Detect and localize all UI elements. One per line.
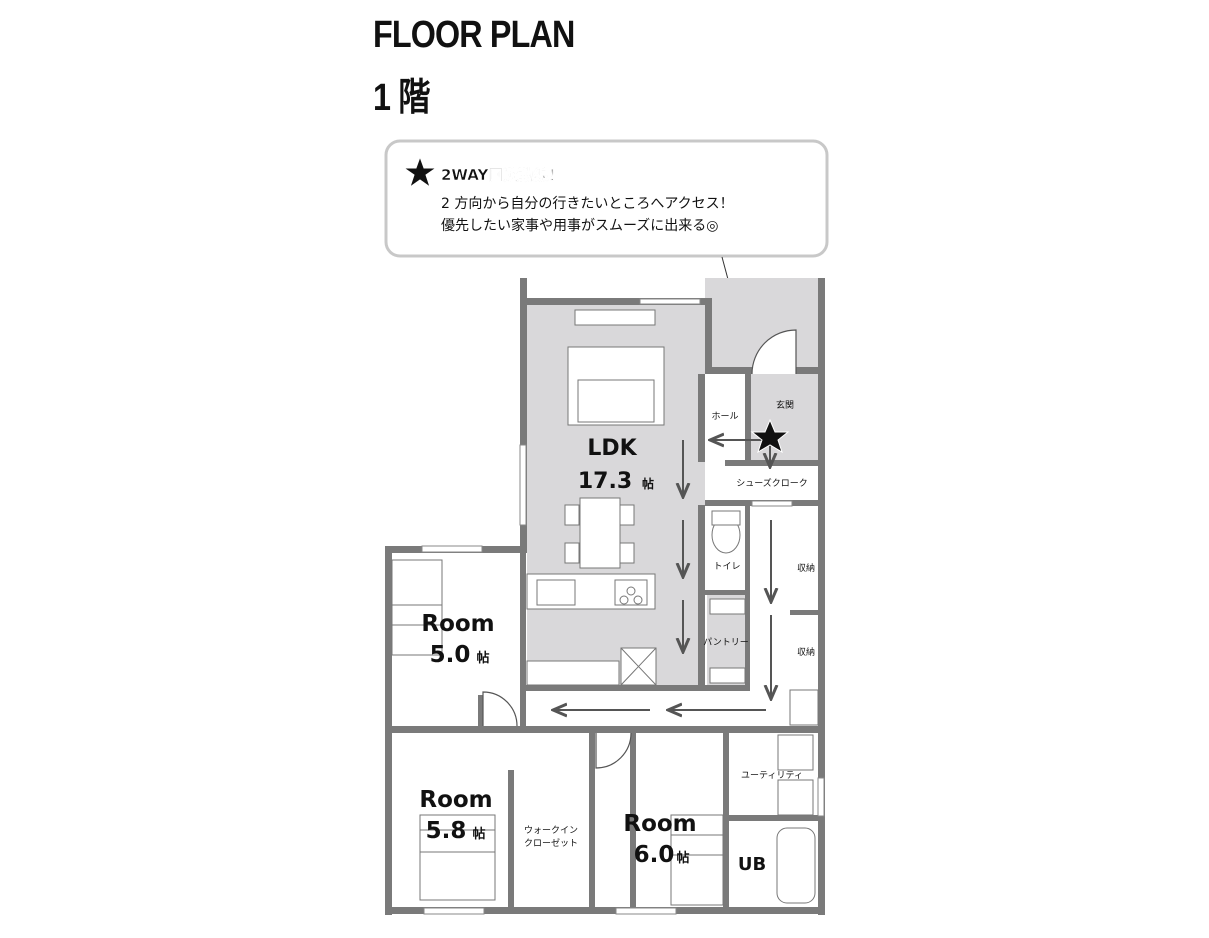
ldk-size: 17.3 <box>578 469 632 494</box>
ldk-unit: 帖 <box>642 476 654 491</box>
room1-size: 5.0 <box>430 642 471 668</box>
ldk-name: LDK <box>587 436 637 461</box>
window <box>423 907 485 915</box>
star-icon <box>402 155 438 189</box>
floor-label: 1 階 <box>373 77 431 119</box>
window <box>519 444 527 526</box>
circulation-arrows <box>555 440 771 710</box>
room3-name: Room <box>623 811 696 837</box>
walk-in-closet-label: クローゼット <box>524 837 578 849</box>
shoe-closet-label: シューズクローク <box>736 477 808 489</box>
callout-heading: 2WAY回遊動線！ <box>441 166 563 184</box>
room2-unit: 帖 <box>472 826 485 842</box>
walk-in-closet-label: ウォークイン <box>524 825 578 836</box>
room1-name: Room <box>421 611 494 637</box>
room1-unit: 帖 <box>476 650 489 666</box>
storage-label: 収納 <box>797 562 815 574</box>
callout-line-1: 2 方向から自分の行きたいところへアクセス！ <box>441 196 734 212</box>
storage-label: 収納 <box>797 646 815 658</box>
callout-box: 2WAY回遊動線！ 2 方向から自分の行きたいところへアクセス！ 優先したい家事… <box>384 139 829 258</box>
room2-name: Room <box>419 787 492 813</box>
front-door[interactable] <box>751 329 797 375</box>
utility-label: ユーティリティ <box>741 770 803 781</box>
room2-size: 5.8 <box>426 818 467 844</box>
window <box>751 500 793 507</box>
room3-size: 6.0 <box>634 842 675 868</box>
door[interactable] <box>482 691 518 727</box>
ub-label: UB <box>738 854 766 875</box>
callout-line-2: 優先したい家事や用事がスムーズに出来る◎ <box>441 217 719 234</box>
page-title: FLOOR PLAN <box>373 14 575 56</box>
window <box>639 298 701 305</box>
room3-unit: 帖 <box>676 850 689 866</box>
window <box>615 907 677 915</box>
window <box>421 545 483 553</box>
entrance-label: 玄関 <box>776 399 794 411</box>
star-icon <box>750 418 790 454</box>
window <box>817 777 825 817</box>
hall-label: ホール <box>711 411 738 422</box>
pantry-label: パントリー <box>703 637 748 648</box>
door[interactable] <box>595 732 632 769</box>
toilet-label: トイレ <box>713 562 740 572</box>
furniture <box>391 309 819 906</box>
